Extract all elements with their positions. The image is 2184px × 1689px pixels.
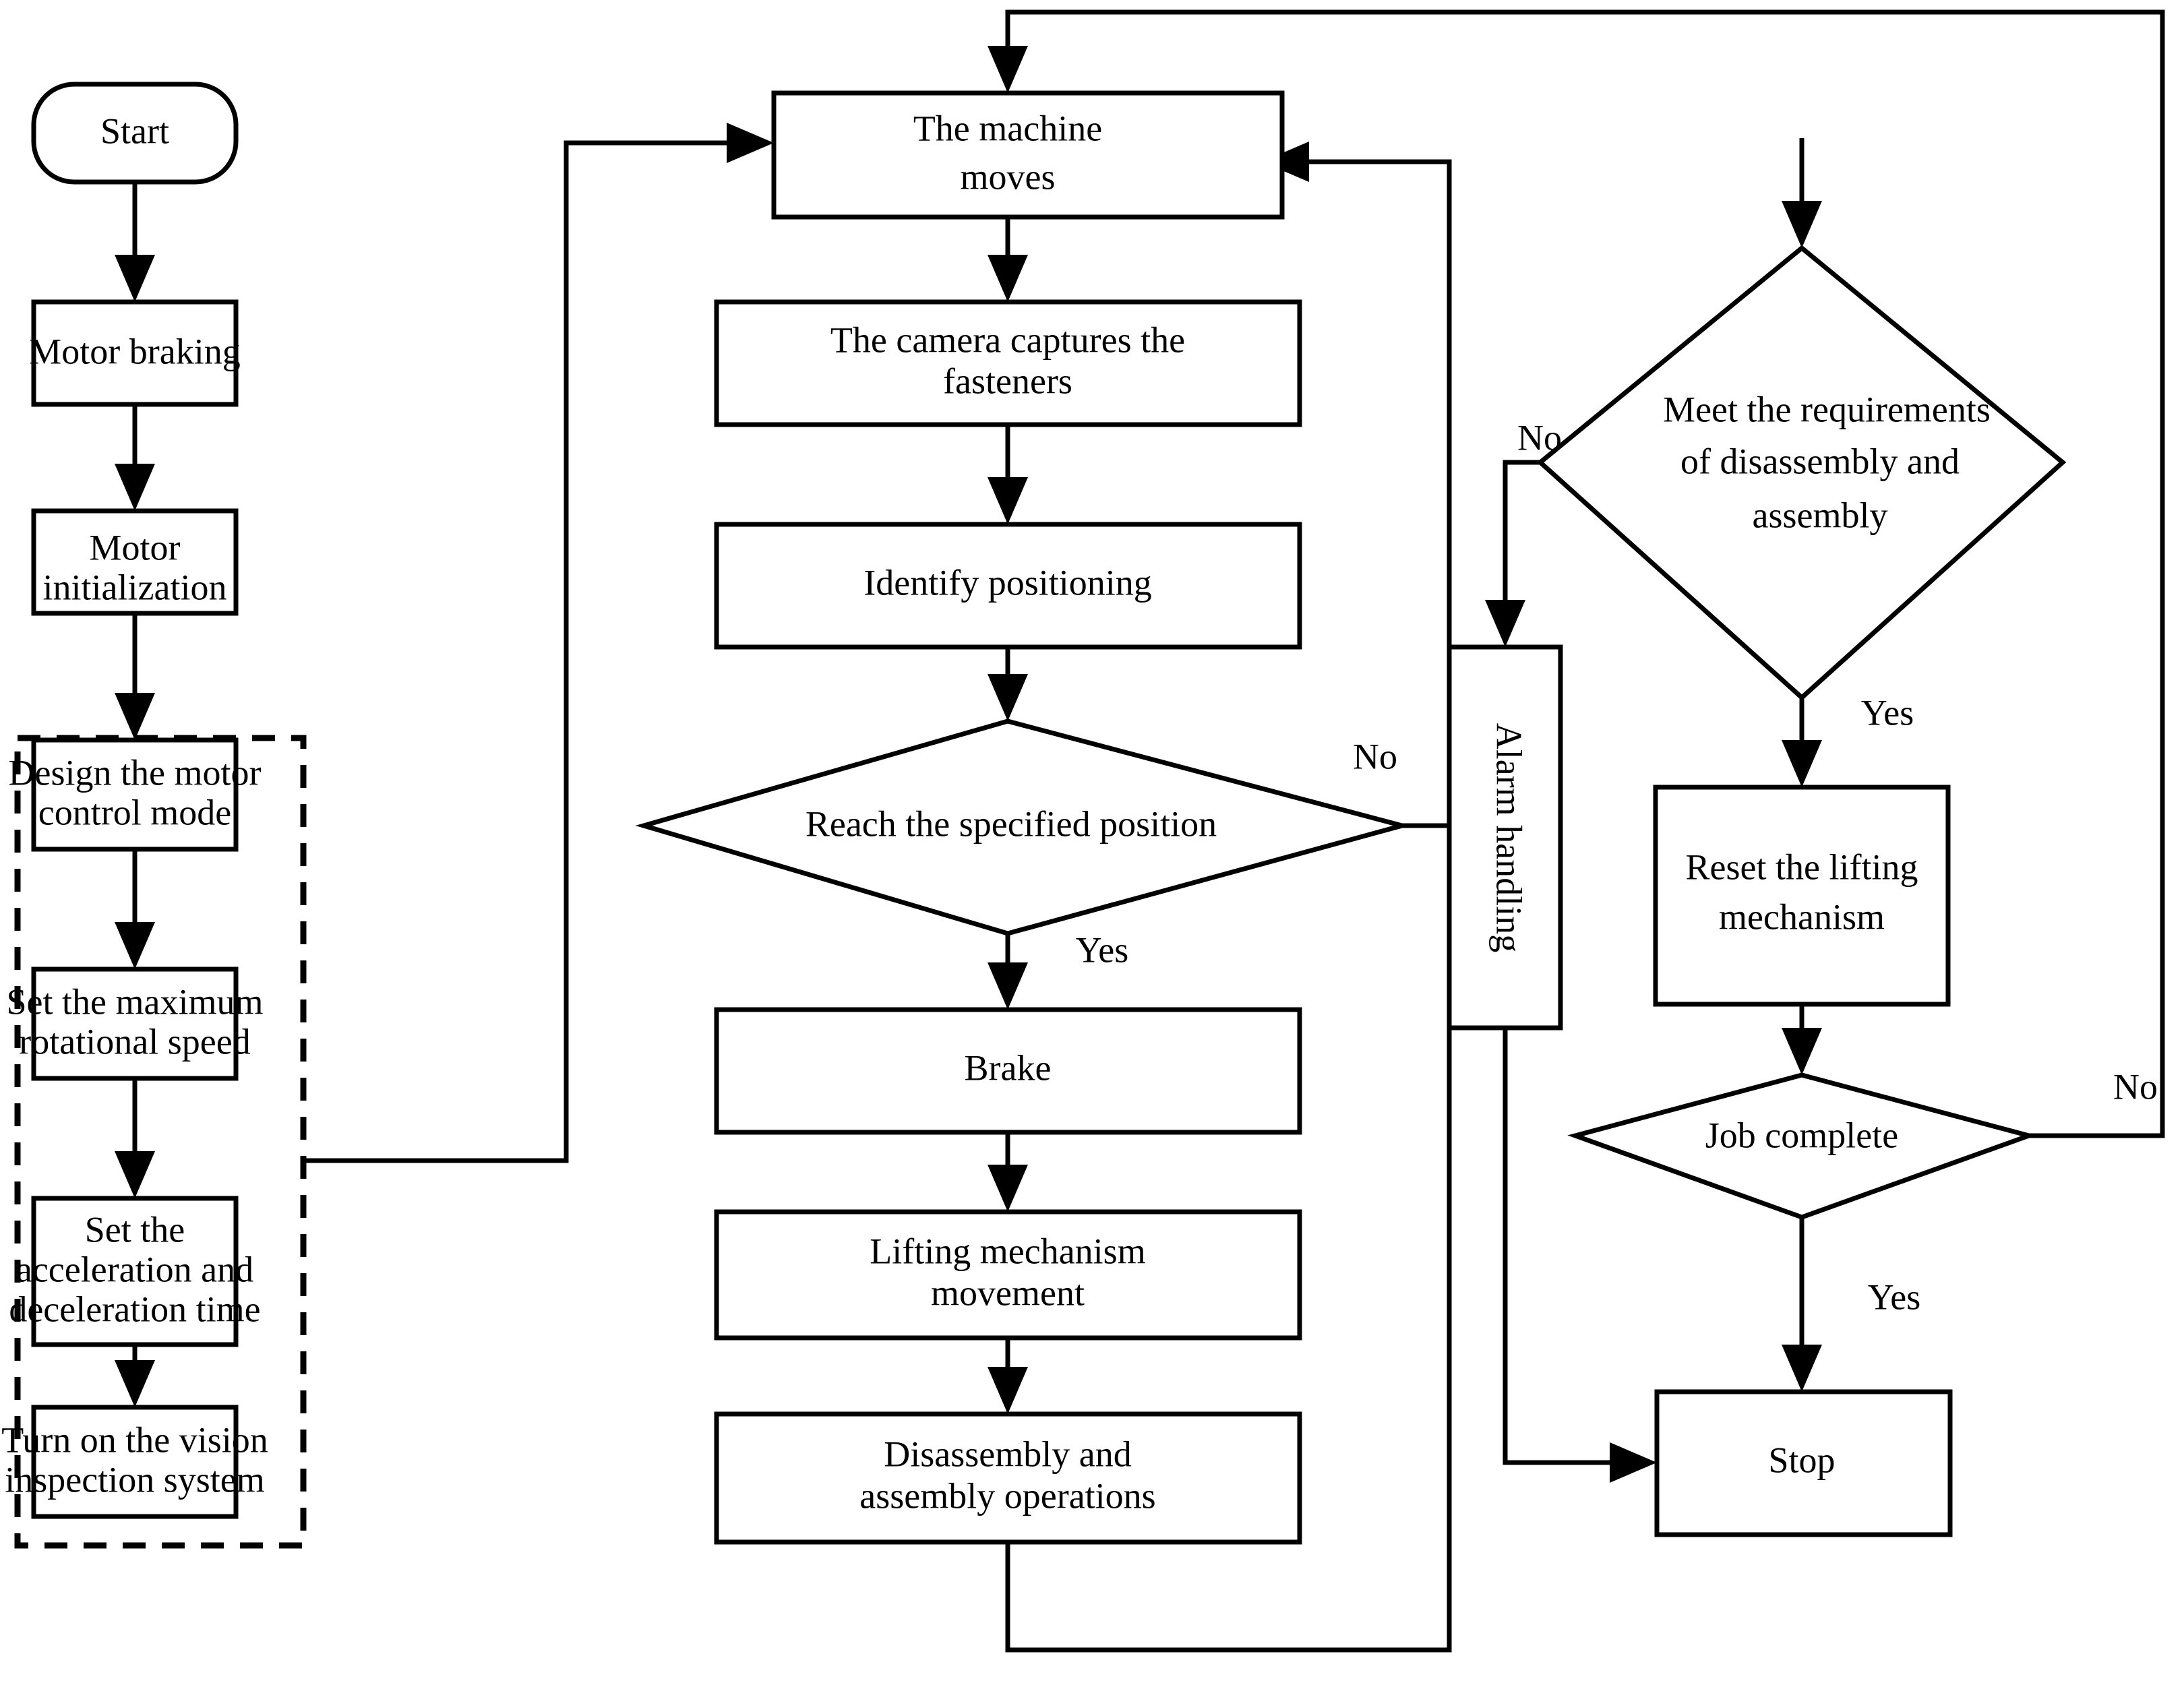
arrowhead-icon xyxy=(1782,740,1822,787)
arrowhead-icon xyxy=(115,464,155,511)
node-set-acceleration-deceleration-time[interactable]: Set the acceleration and deceleration ti… xyxy=(9,1196,261,1347)
arrowhead-icon xyxy=(1782,201,1822,248)
node-machine-moves-label-2: moves xyxy=(961,156,1056,197)
edge-label-job-no: No xyxy=(2113,1066,2158,1107)
node-alarm-handling[interactable]: Alarm handling xyxy=(1447,644,1563,1031)
node-identify-positioning[interactable]: Identify positioning xyxy=(714,522,1302,650)
node-reach-position-label: Reach the specified position xyxy=(806,803,1217,844)
arrowhead-icon xyxy=(988,1165,1028,1212)
arrowhead-icon xyxy=(988,477,1028,524)
node-accel-time-label-3: deceleration time xyxy=(9,1289,260,1329)
node-lifting-movement-label-1: Lifting mechanism xyxy=(870,1231,1145,1271)
node-motor-initialization-label-2: initialization xyxy=(43,567,227,607)
node-meet-requirements-label-3: assembly xyxy=(1753,495,1888,535)
arrowhead-icon xyxy=(1262,142,1309,182)
edge-label-meet-no: No xyxy=(1517,417,1562,458)
node-camera-captures-fasteners[interactable]: The camera captures the fasteners xyxy=(714,299,1302,427)
node-disassembly-ops-label-2: assembly operations xyxy=(859,1475,1155,1516)
edge-label-reach-yes: Yes xyxy=(1076,929,1129,970)
node-design-mode-label-1: Design the motor xyxy=(9,752,262,793)
node-turn-on-vision-inspection-system[interactable]: Turn on the vision inspection system xyxy=(1,1405,268,1519)
node-reset-lifting-label-2: mechanism xyxy=(1719,896,1885,937)
node-stop[interactable]: Stop xyxy=(1654,1389,1953,1537)
edge-disassembly-to-meet-requirements xyxy=(1005,836,1452,1653)
connector-layer xyxy=(115,9,2165,1653)
node-accel-time-label-1: Set the xyxy=(85,1209,185,1250)
node-reach-specified-position-decision[interactable]: Reach the specified position xyxy=(635,718,1412,936)
edge-job-no-to-machine-moves xyxy=(1005,9,2165,1138)
node-job-complete-label: Job complete xyxy=(1705,1115,1898,1155)
arrowhead-icon xyxy=(115,1151,155,1198)
arrowhead-icon xyxy=(988,1367,1028,1414)
edge-alarm-handling-to-stop xyxy=(1503,1028,1637,1465)
edge-label-job-yes: Yes xyxy=(1868,1277,1921,1317)
arrowhead-icon xyxy=(115,693,155,740)
node-motor-braking-label: Motor braking xyxy=(29,331,240,371)
node-machine-moves-label-1: The machine xyxy=(913,108,1102,148)
arrowhead-icon xyxy=(1782,1345,1822,1392)
node-disassembly-assembly-operations[interactable]: Disassembly and assembly operations xyxy=(714,1411,1302,1545)
node-machine-moves[interactable]: The machine moves xyxy=(771,90,1285,220)
edge-label-reach-no: No xyxy=(1353,736,1397,776)
arrowhead-icon xyxy=(988,674,1028,721)
node-motor-braking[interactable]: Motor braking xyxy=(29,299,241,407)
node-meet-requirements-decision[interactable]: Meet the requirements of disassembly and… xyxy=(1536,245,2067,701)
arrowhead-icon xyxy=(988,962,1028,1010)
node-reset-lifting-mechanism[interactable]: Reset the lifting mechanism xyxy=(1653,785,1951,1007)
node-stop-label: Stop xyxy=(1768,1440,1835,1480)
node-meet-requirements-label-1: Meet the requirements xyxy=(1663,389,1991,429)
node-meet-requirements-label-2: of disassembly and xyxy=(1680,441,1960,481)
node-brake-label: Brake xyxy=(965,1047,1052,1088)
edge-meet-no-to-alarm-handling xyxy=(1503,460,1540,627)
arrowhead-icon xyxy=(988,255,1028,302)
arrowhead-icon xyxy=(727,123,774,163)
node-brake[interactable]: Brake xyxy=(714,1007,1302,1135)
node-disassembly-ops-label-1: Disassembly and xyxy=(884,1434,1131,1474)
arrowhead-icon xyxy=(1485,600,1525,647)
node-design-motor-control-mode[interactable]: Design the motor control mode xyxy=(9,737,262,852)
node-lifting-movement-label-2: movement xyxy=(931,1272,1085,1313)
node-lifting-mechanism-movement[interactable]: Lifting mechanism movement xyxy=(714,1209,1302,1341)
node-identify-positioning-label: Identify positioning xyxy=(863,562,1151,603)
arrowhead-icon xyxy=(1610,1442,1657,1483)
node-motor-initialization-label-1: Motor xyxy=(90,527,181,567)
node-set-maximum-rotational-speed[interactable]: Set the maximum rotational speed xyxy=(7,966,264,1081)
node-motor-initialization[interactable]: Motor initialization xyxy=(31,508,239,616)
node-max-speed-label-2: rotational speed xyxy=(19,1021,250,1062)
arrowhead-icon xyxy=(1782,1028,1822,1075)
node-design-mode-label-2: control mode xyxy=(38,792,231,832)
node-vision-on-label-2: inspection system xyxy=(5,1459,264,1500)
node-accel-time-label-2: acceleration and xyxy=(16,1249,253,1289)
arrowhead-icon xyxy=(115,1360,155,1407)
edge-settings-group-to-machine-moves xyxy=(303,140,754,1163)
node-job-complete-decision[interactable]: Job complete xyxy=(1567,1072,2037,1220)
arrowhead-icon xyxy=(115,922,155,969)
arrowhead-icon xyxy=(115,255,155,302)
node-camera-label-1: The camera captures the xyxy=(830,319,1185,360)
node-alarm-handling-label: Alarm handling xyxy=(1489,723,1529,952)
node-reset-lifting-label-1: Reset the lifting xyxy=(1686,847,1918,887)
edge-reach-no-to-machine-moves xyxy=(1282,159,1452,828)
node-vision-on-label-1: Turn on the vision xyxy=(1,1419,268,1460)
node-start-label: Start xyxy=(100,111,169,151)
node-camera-label-2: fasteners xyxy=(943,361,1072,401)
node-start[interactable]: Start xyxy=(31,82,239,185)
arrowhead-icon xyxy=(988,46,1028,93)
edge-label-meet-yes: Yes xyxy=(1861,692,1914,733)
node-max-speed-label-1: Set the maximum xyxy=(7,981,264,1022)
